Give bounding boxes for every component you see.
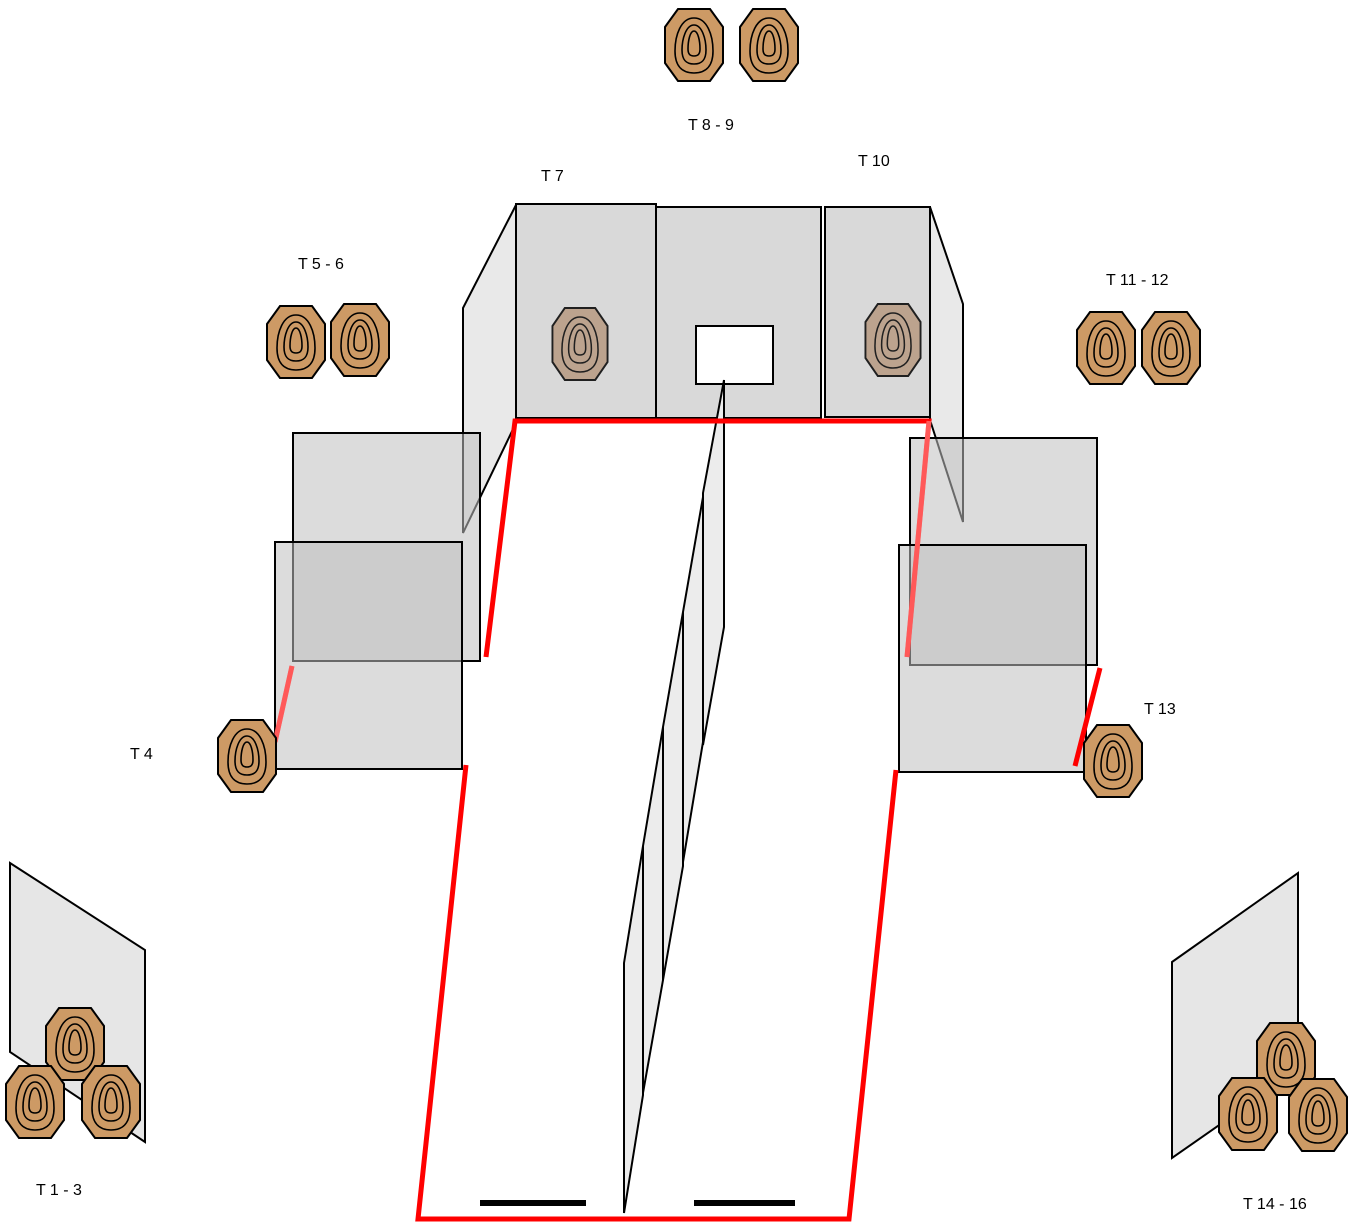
label-t11-12: T 11 - 12 <box>1106 272 1169 289</box>
window-port <box>695 325 774 385</box>
target-t6 <box>330 303 390 377</box>
target-t10 <box>864 303 922 377</box>
fault-lines <box>272 418 1103 1222</box>
barricade-right-lower <box>898 544 1087 773</box>
center-wall <box>623 379 725 1214</box>
fault-line-behind-right <box>904 420 932 658</box>
label-t7: T 7 <box>541 168 564 185</box>
label-t1-3: T 1 - 3 <box>36 1182 82 1199</box>
target-t16 <box>1288 1078 1348 1152</box>
target-t5 <box>266 305 326 379</box>
target-t9 <box>739 8 799 82</box>
label-t10: T 10 <box>858 153 890 170</box>
barricade-left-lower <box>274 541 463 770</box>
label-t8-9: T 8 - 9 <box>688 117 734 134</box>
target-t15 <box>1218 1077 1278 1151</box>
label-t5-6: T 5 - 6 <box>298 256 344 273</box>
target-t12 <box>1141 311 1201 385</box>
target-t8 <box>664 8 724 82</box>
label-t13: T 13 <box>1144 701 1176 718</box>
target-t2 <box>5 1065 65 1139</box>
fault-line-behind-left <box>272 665 295 743</box>
label-t4: T 4 <box>130 746 153 763</box>
back-wall-center-panel <box>655 206 822 419</box>
target-t3 <box>81 1065 141 1139</box>
target-t4 <box>217 719 277 793</box>
label-t14-16: T 14 - 16 <box>1243 1196 1307 1213</box>
target-t13 <box>1083 724 1143 798</box>
target-t7 <box>551 307 609 381</box>
target-t11 <box>1076 311 1136 385</box>
